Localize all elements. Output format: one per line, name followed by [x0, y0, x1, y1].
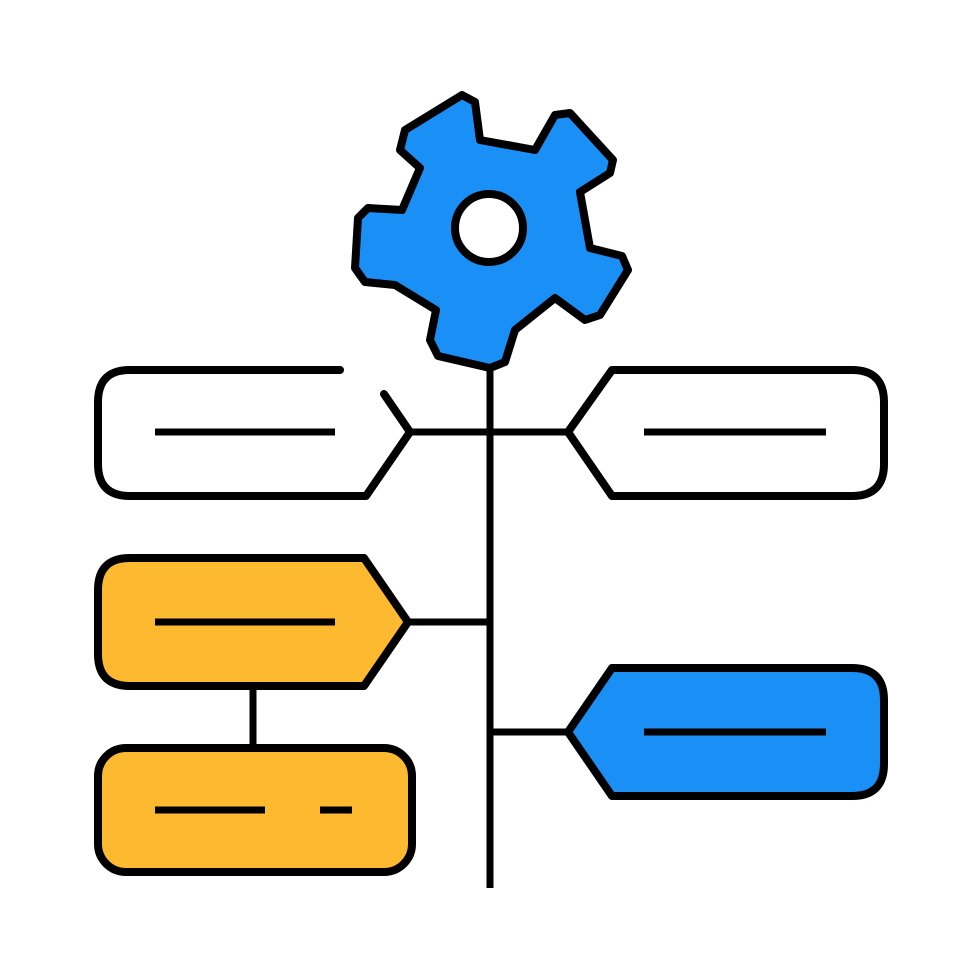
- gear-hole: [451, 190, 527, 266]
- gear-icon: [351, 91, 632, 372]
